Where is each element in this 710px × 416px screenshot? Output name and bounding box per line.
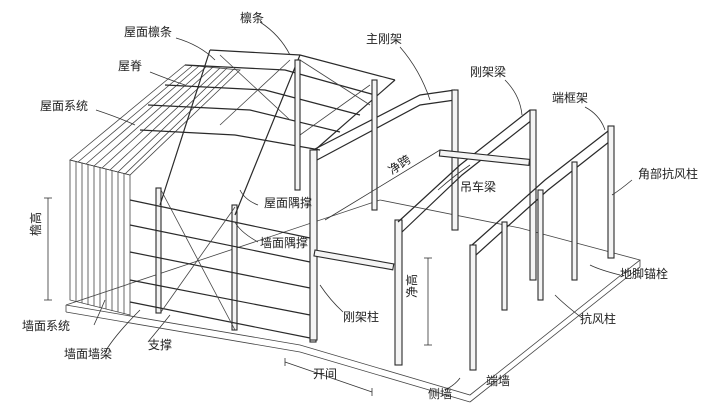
label-purlin: 檩条 [240,10,264,25]
label-wall-bracing: 墙面隅撑 [260,235,308,250]
label-end-frame: 端框架 [552,91,588,105]
label-clear-height: 净高 [404,274,419,298]
dimension-lines [44,149,441,396]
label-main-frame: 主刚架 [366,32,402,46]
label-support: 支撑 [148,337,172,352]
label-rigid-beam: 刚架梁 [470,64,506,79]
label-crane-beam: 吊车梁 [460,179,496,194]
label-roof-purlin: 屋面檩条 [124,24,172,39]
label-anchor-bolt: 地脚锚栓 [620,266,668,281]
label-corner-wind-column: 角部抗风柱 [638,166,698,181]
label-rigid-column: 刚架柱 [343,309,379,324]
label-ridge: 屋脊 [118,59,142,73]
wall-cladding [69,159,131,316]
label-eave-height: 檐高 [28,212,43,236]
label-side-wall: 侧墙 [428,387,452,401]
labels: 屋面檩条 檩条 主刚架 屋脊 刚架梁 屋面系统 端框架 吊车梁 角部抗风柱 屋面… [22,10,698,401]
label-wind-column: 抗风柱 [580,311,616,326]
label-roof-bracing: 屋面隅撑 [264,195,312,210]
label-end-wall: 端墙 [486,374,510,388]
label-bay: 开间 [313,367,337,381]
label-clear-span: 净跨 [386,152,414,177]
label-wall-girt: 墙面墙梁 [64,346,112,361]
wall-x-bracing [160,189,236,331]
wall-girts [129,199,311,339]
roof-cladding [69,64,241,176]
roof-framing [139,49,396,216]
label-roof-system: 屋面系统 [40,99,88,113]
ground-slab [65,199,641,403]
label-wall-system: 墙面系统 [22,319,70,333]
leader-lines [93,21,633,391]
rigid-frames [309,89,615,371]
